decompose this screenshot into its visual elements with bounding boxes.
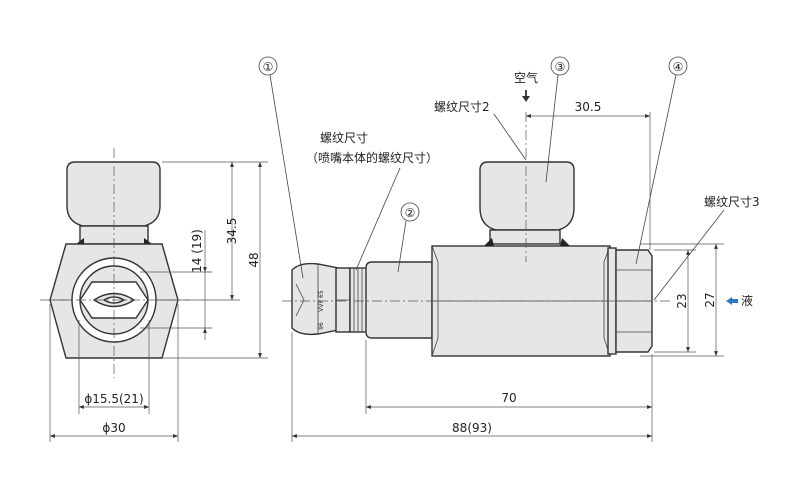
front-view-dimensions: 30.5 23 27 70 88(93) [291,100,724,442]
part-4-number: ④ [673,60,684,74]
liquid-arrow-icon [726,297,738,305]
label-air: 空气 [514,70,538,85]
part-3-number: ③ [555,60,566,74]
dim-phi15-5: ϕ15.5(21) [84,392,143,406]
dim-70: 70 [501,391,516,405]
label-nozzle-body-thread: （喷嘴本体的螺纹尺寸） [306,150,438,165]
dim-23: 23 [675,293,689,308]
dim-14-19: 14 (19) [190,229,204,273]
part-1-number: ① [263,60,274,74]
label-thread3: 螺纹尺寸3 [704,195,760,209]
dim-phi30: ϕ30 [102,421,125,435]
dim-27: 27 [703,292,717,307]
side-view [40,148,190,378]
part-2-number: ② [405,206,416,220]
front-view: VVP 65 96 [282,112,670,357]
label-liquid: 液 [741,293,753,308]
dim-48: 48 [247,252,261,267]
label-thread: 螺纹尺寸 [320,131,368,145]
dim-34-5: 34.5 [225,218,239,245]
dim-88-93: 88(93) [452,421,492,435]
nozzle-marking-small: 96 [318,322,325,330]
side-view-dimensions: 34.5 48 14 (19) ϕ15.5(21) ϕ30 [49,161,268,442]
dim-30-5: 30.5 [575,100,602,114]
label-thread2: 螺纹尺寸2 [434,100,490,114]
